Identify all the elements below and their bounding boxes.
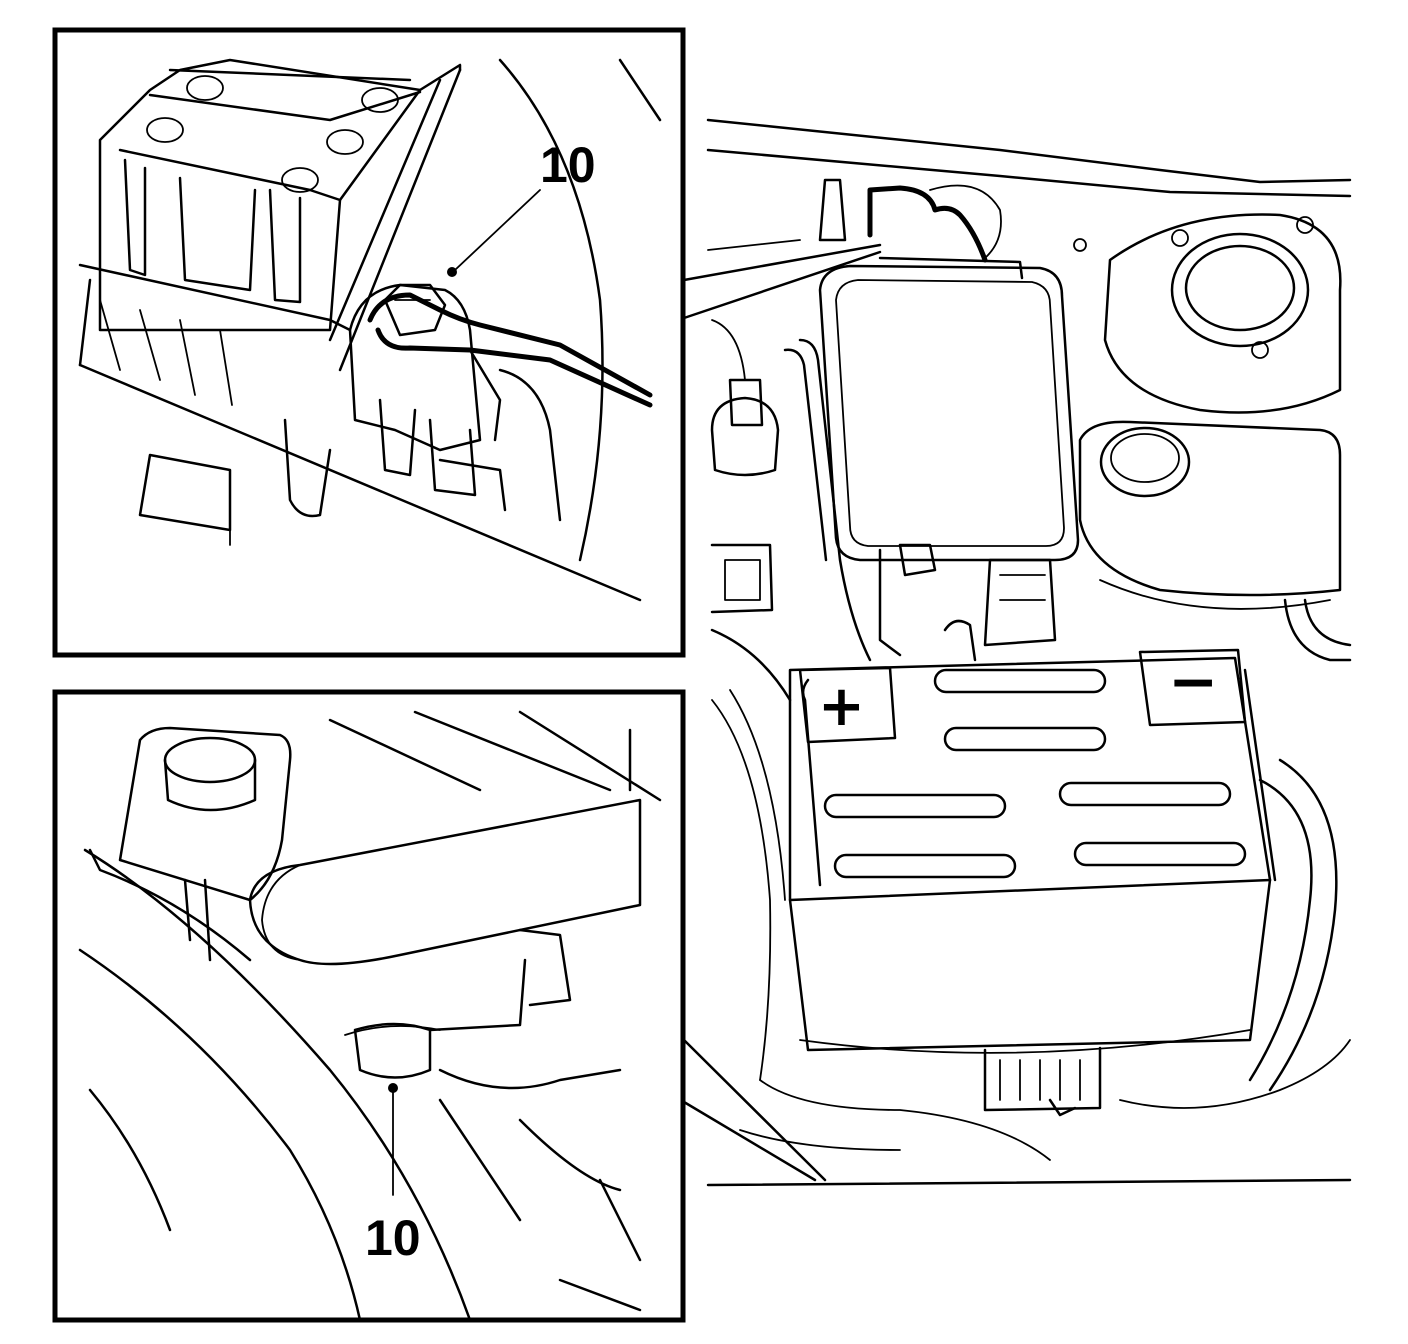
bolt xyxy=(383,283,447,337)
top-inset-drawing: 10 xyxy=(78,58,662,602)
control-unit-box xyxy=(818,178,1080,562)
positive-terminal-cover xyxy=(798,666,897,744)
bottom-detail-inset xyxy=(52,689,686,1323)
top-detail-inset xyxy=(52,27,686,658)
callout-10-top: 10 xyxy=(540,137,596,193)
callout-10-bottom: 10 xyxy=(365,1210,421,1266)
lever-arm xyxy=(248,798,642,966)
bottom-inset-drawing: 10 xyxy=(78,710,662,1322)
bolt-head xyxy=(353,1022,432,1079)
battery: + − xyxy=(788,647,1277,1054)
negative-terminal-cover xyxy=(1138,648,1247,727)
main-engine-bay-view: + − xyxy=(682,118,1352,1187)
negative-symbol: − xyxy=(1168,647,1218,717)
strut-tower xyxy=(1073,213,1342,414)
coolant-reservoir xyxy=(1078,420,1342,610)
positive-symbol: + xyxy=(818,674,865,739)
